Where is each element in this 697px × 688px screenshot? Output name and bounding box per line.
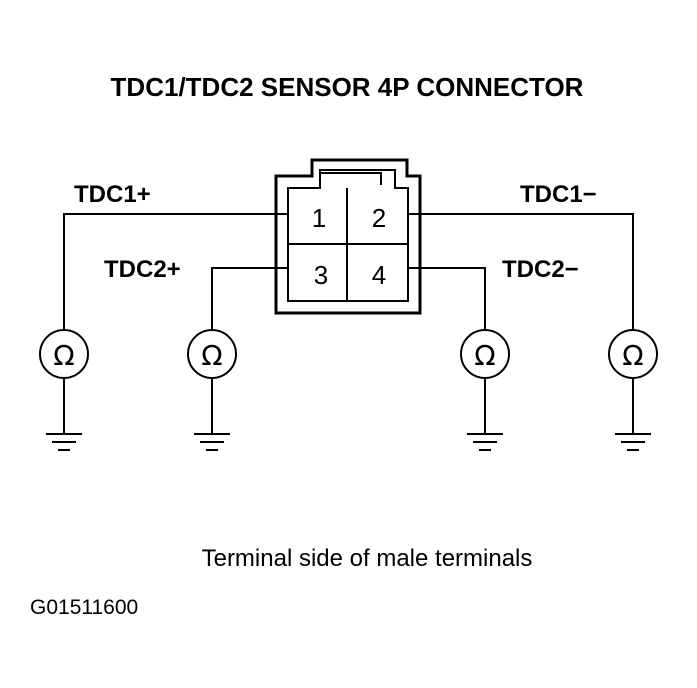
ohm-icon: Ω — [53, 339, 74, 372]
label-tdc2-minus: TDC2− — [502, 256, 579, 283]
connector-latch — [319, 172, 382, 185]
wire-tdc2-minus — [408, 267, 486, 330]
label-tdc1-minus: TDC1− — [520, 181, 597, 208]
ohmmeter-2: Ω — [187, 329, 237, 451]
figure-code: G01511600 — [30, 596, 138, 619]
connector-4p: 1 2 3 4 — [274, 158, 422, 315]
terminal-1: 1 — [312, 203, 326, 233]
ohmmeter-3: Ω — [460, 329, 510, 451]
terminal-4: 4 — [372, 260, 386, 290]
ohm-icon: Ω — [201, 339, 222, 372]
ohm-icon: Ω — [622, 339, 643, 372]
wire-tdc1-plus — [63, 213, 288, 330]
label-tdc1-plus: TDC1+ — [74, 181, 151, 208]
wire-tdc2-plus — [211, 267, 288, 330]
connector-housing-outer — [274, 158, 422, 315]
label-tdc2-plus: TDC2+ — [104, 256, 181, 283]
ohmmeter-4: Ω — [608, 329, 658, 451]
diagram-caption: Terminal side of male terminals — [202, 545, 533, 572]
ohm-icon: Ω — [474, 339, 495, 372]
wire-tdc1-minus — [408, 213, 634, 330]
diagram-title: TDC1/TDC2 SENSOR 4P CONNECTOR — [111, 72, 584, 102]
terminal-3: 3 — [314, 260, 328, 290]
terminal-2: 2 — [372, 203, 386, 233]
ohmmeter-1: Ω — [39, 329, 89, 451]
